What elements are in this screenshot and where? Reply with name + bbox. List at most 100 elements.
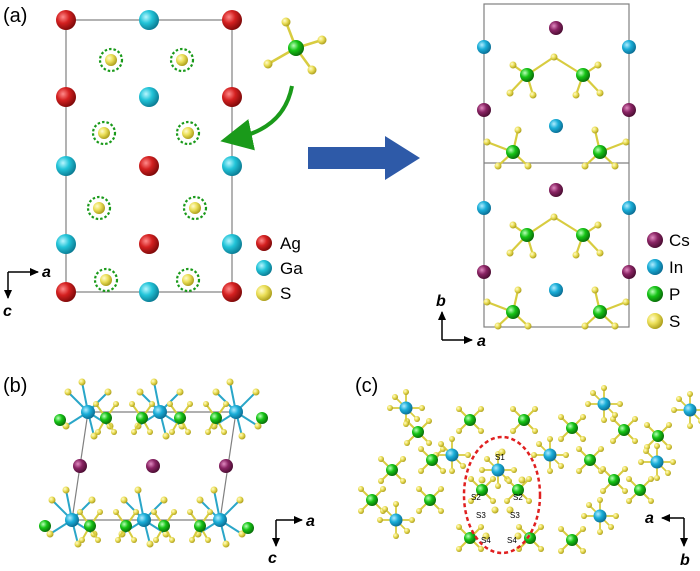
axes-panel-a-right: a b	[436, 293, 486, 350]
p-atom	[424, 494, 436, 506]
axis-a-right-v: b	[436, 293, 446, 310]
s-atom	[113, 401, 119, 407]
s-atom	[414, 416, 420, 422]
legend-cs-marker	[647, 232, 663, 248]
s-atom	[601, 385, 607, 391]
s-atom	[666, 444, 672, 450]
s-vacancy-ring	[86, 195, 112, 221]
ps4-tetrahedron	[263, 17, 327, 75]
s-atom	[111, 429, 117, 435]
s-atom	[169, 429, 175, 435]
s-atom	[456, 428, 462, 434]
cs-atom	[622, 265, 636, 279]
panel-c-label: (c)	[355, 375, 378, 397]
legend-ga-label: Ga	[280, 259, 303, 278]
s-atom	[212, 388, 220, 396]
s-atom	[538, 524, 544, 530]
in-atom	[65, 513, 79, 527]
axes-panel-b: a c	[268, 513, 315, 567]
axes-panel-a-left: a c	[3, 264, 51, 320]
s-vacancy-ring	[98, 47, 124, 73]
ag-atom	[222, 87, 242, 107]
s-atom	[222, 540, 230, 548]
s-atom	[532, 428, 538, 434]
s-atom	[378, 478, 384, 484]
s-atom	[93, 202, 105, 214]
s-atom	[187, 401, 193, 407]
s-atom	[74, 540, 82, 548]
s-atom	[404, 440, 410, 446]
s-atom	[576, 468, 582, 474]
p-atom	[566, 534, 578, 546]
s-atom	[524, 322, 532, 330]
in-atom	[81, 405, 95, 419]
s-atom	[594, 221, 602, 229]
s-atom	[644, 422, 650, 428]
s-atom	[576, 446, 582, 452]
s-atom	[93, 401, 99, 407]
cs-atom	[549, 183, 563, 197]
cs-atom	[73, 459, 87, 473]
s-atom	[594, 61, 602, 69]
s-atom	[146, 540, 154, 548]
s-atom	[456, 524, 462, 530]
s-atom	[236, 496, 244, 504]
s-atom	[393, 533, 399, 539]
in-atom	[229, 405, 243, 419]
s-atom	[666, 422, 672, 428]
p-atom	[464, 532, 476, 544]
s-atom	[393, 501, 399, 507]
s-atom	[600, 466, 606, 472]
p-atom	[39, 520, 51, 532]
s-atom	[62, 422, 70, 430]
p-atom	[520, 228, 534, 242]
s-atom	[456, 406, 462, 412]
p-atom	[194, 520, 206, 532]
s-atom	[120, 496, 128, 504]
ga-atom	[56, 234, 76, 254]
s-atom	[456, 546, 462, 552]
s-atom	[613, 513, 619, 519]
s-atom	[524, 162, 532, 170]
s-atom	[506, 249, 514, 257]
s-vacancy-ring	[175, 267, 201, 293]
s-atom	[378, 456, 384, 462]
p-atom	[426, 454, 438, 466]
p-atom	[512, 484, 524, 496]
s-atom	[438, 441, 444, 447]
s-vacancy-ring	[175, 120, 201, 146]
p-atom	[593, 305, 607, 319]
s-atom	[580, 526, 586, 532]
p-atom	[120, 520, 132, 532]
p-atom	[576, 68, 590, 82]
s-atom	[494, 162, 502, 170]
in-atom	[543, 448, 557, 462]
s-atom	[622, 488, 628, 494]
in-atom	[593, 509, 607, 523]
ag-ga-s-atoms	[56, 10, 242, 302]
in-atom	[597, 397, 611, 411]
s-atom	[654, 475, 660, 481]
s-atom	[131, 537, 137, 543]
s-atom	[622, 466, 628, 472]
s-atom	[612, 412, 618, 418]
s-atom	[167, 401, 173, 407]
s-atom	[597, 529, 603, 535]
s-atom	[482, 532, 490, 540]
ag-atom	[56, 87, 76, 107]
s-atom	[153, 537, 159, 543]
s-atom	[403, 389, 409, 395]
s-atom	[100, 274, 112, 286]
p-atom	[524, 532, 536, 544]
s-atom	[418, 468, 424, 474]
s-atom	[597, 497, 603, 503]
s-atom	[550, 53, 558, 61]
s-atom	[598, 446, 604, 452]
legend-s-marker	[256, 285, 272, 301]
s-atom	[580, 436, 586, 442]
p-atom	[412, 426, 424, 438]
s-atom	[223, 401, 229, 407]
legend-in-label: In	[669, 258, 683, 277]
transformation-arrow	[308, 136, 420, 180]
s-atom	[113, 509, 119, 515]
